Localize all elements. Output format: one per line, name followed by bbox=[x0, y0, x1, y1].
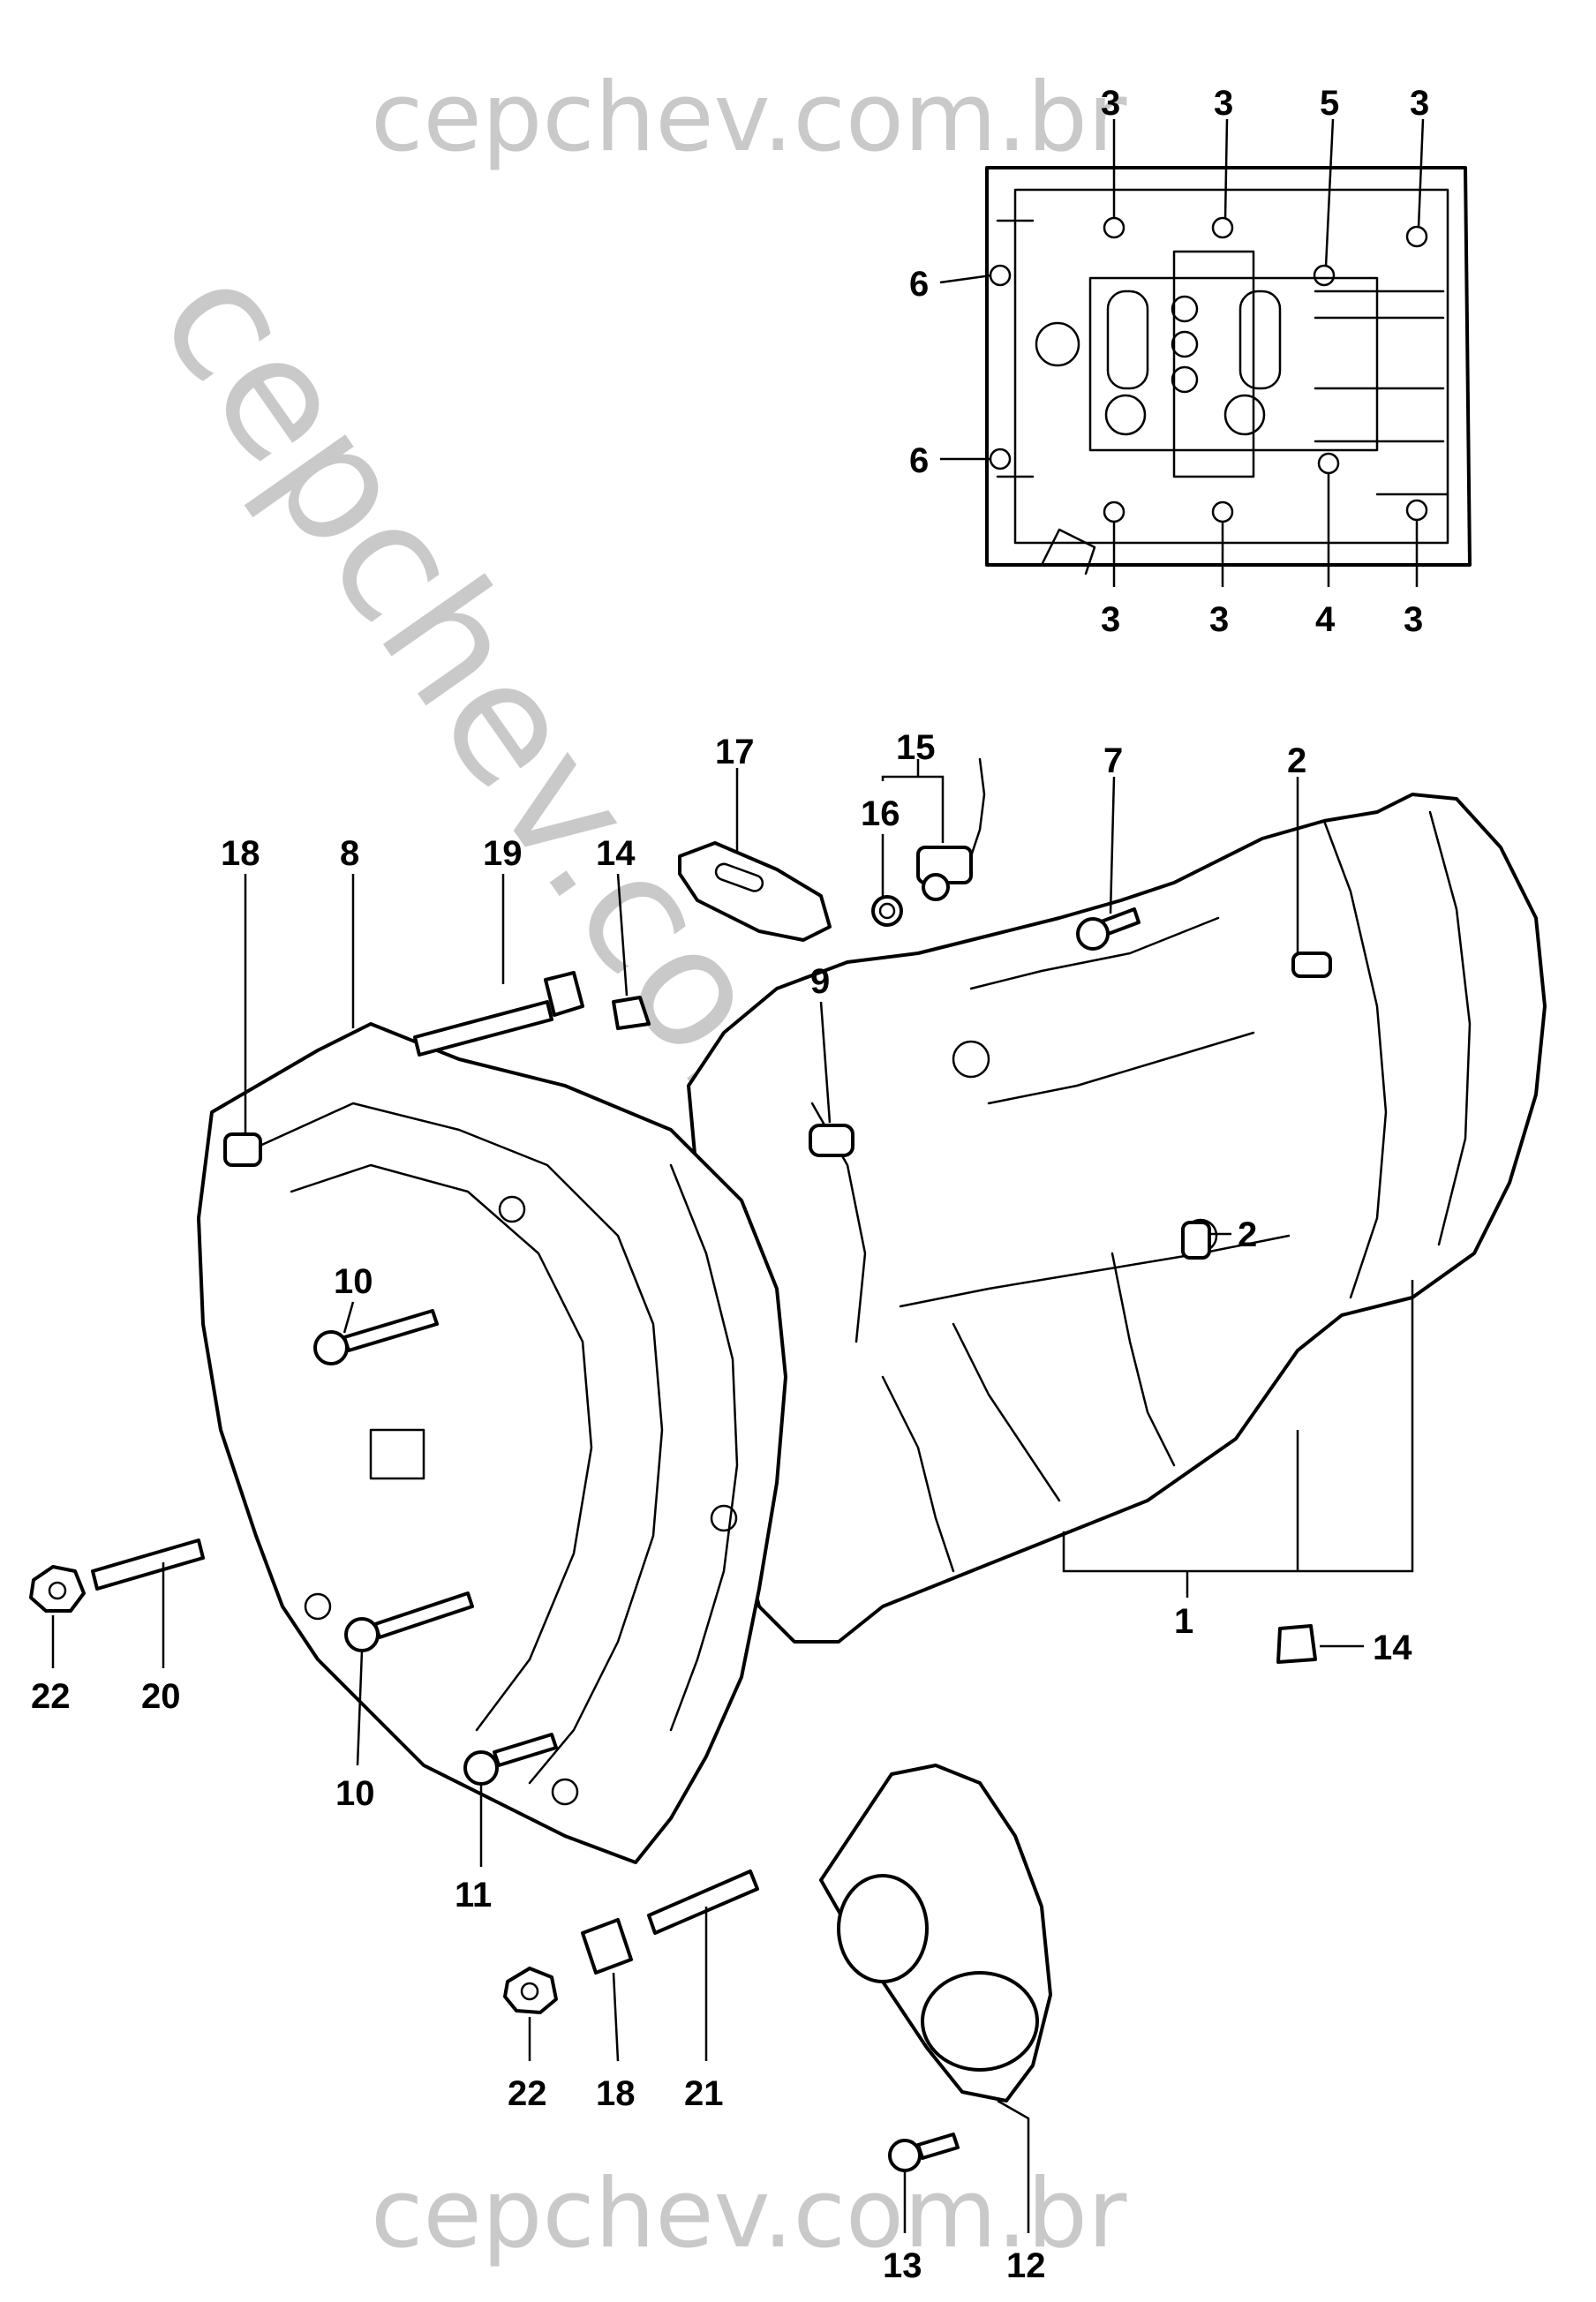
o-ring-16 bbox=[871, 895, 903, 927]
callout-10: 10 bbox=[335, 1774, 375, 1813]
bearing-retainer-12 bbox=[819, 1764, 1052, 2103]
dowel-2-lower bbox=[1181, 1221, 1211, 1260]
callout-14: 14 bbox=[596, 834, 636, 873]
stud-21 bbox=[647, 1869, 759, 1935]
callout-10: 10 bbox=[334, 1262, 373, 1301]
callout-19: 19 bbox=[483, 834, 523, 873]
callout-6: 6 bbox=[909, 265, 929, 304]
callout-3: 3 bbox=[1404, 600, 1423, 639]
callout-2: 2 bbox=[1238, 1215, 1257, 1254]
callout-20: 20 bbox=[141, 1677, 181, 1716]
clutch-housing bbox=[197, 1022, 787, 1864]
callout-3: 3 bbox=[1101, 84, 1120, 123]
nut-22-left bbox=[29, 1565, 86, 1613]
plug-14-lower bbox=[1276, 1624, 1317, 1664]
callout-17: 17 bbox=[715, 733, 755, 771]
dowel-9 bbox=[809, 1124, 854, 1157]
watermark-bottom: cepchev.com.br bbox=[371, 2159, 1127, 2269]
bolt-10-upper bbox=[313, 1309, 439, 1365]
callout-16: 16 bbox=[861, 794, 900, 833]
dowel-2-upper bbox=[1291, 952, 1332, 978]
callout-11: 11 bbox=[455, 1876, 492, 1915]
callout-22: 22 bbox=[508, 2074, 547, 2113]
callout-18: 18 bbox=[596, 2074, 636, 2113]
callout-13: 13 bbox=[883, 2246, 922, 2285]
plug-14-upper bbox=[612, 996, 651, 1030]
bolt-13 bbox=[888, 2133, 960, 2172]
leader-lines bbox=[51, 118, 1425, 2233]
callout-6: 6 bbox=[909, 441, 929, 480]
callout-22: 22 bbox=[31, 1677, 71, 1716]
callout-8: 8 bbox=[340, 834, 359, 873]
callout-2: 2 bbox=[1287, 741, 1306, 780]
bolt-7 bbox=[1076, 907, 1141, 951]
stud-20 bbox=[91, 1538, 205, 1591]
callout-18: 18 bbox=[221, 834, 260, 873]
callout-labels: 3 3 5 3 6 6 3 3 4 3 17 15 16 7 2 18 8 19… bbox=[31, 84, 1429, 2285]
nut-22-lower bbox=[503, 1967, 558, 2014]
callout-12: 12 bbox=[1006, 2246, 1046, 2285]
case-bottom-view bbox=[985, 166, 1472, 576]
callout-7: 7 bbox=[1103, 741, 1123, 780]
callout-14: 14 bbox=[1373, 1629, 1412, 1667]
callout-21: 21 bbox=[684, 2074, 724, 2113]
bolt-10-lower bbox=[344, 1591, 474, 1652]
watermark-top: cepchev.com.br bbox=[371, 63, 1127, 173]
dowel-18-upper bbox=[223, 1132, 262, 1167]
callout-15: 15 bbox=[896, 728, 936, 767]
bolt-11 bbox=[463, 1733, 558, 1786]
callout-3: 3 bbox=[1101, 600, 1120, 639]
callout-9: 9 bbox=[810, 962, 830, 1001]
bolt-19 bbox=[413, 971, 584, 1057]
transmission-case bbox=[687, 793, 1547, 1644]
callout-1: 1 bbox=[1174, 1602, 1193, 1641]
callout-3: 3 bbox=[1410, 84, 1429, 123]
callout-3: 3 bbox=[1209, 600, 1229, 639]
speed-sensor-15 bbox=[916, 757, 986, 901]
callout-3: 3 bbox=[1214, 84, 1233, 123]
callout-5: 5 bbox=[1320, 84, 1339, 123]
callout-4: 4 bbox=[1315, 600, 1336, 639]
dowel-18-lower bbox=[581, 1918, 633, 1975]
